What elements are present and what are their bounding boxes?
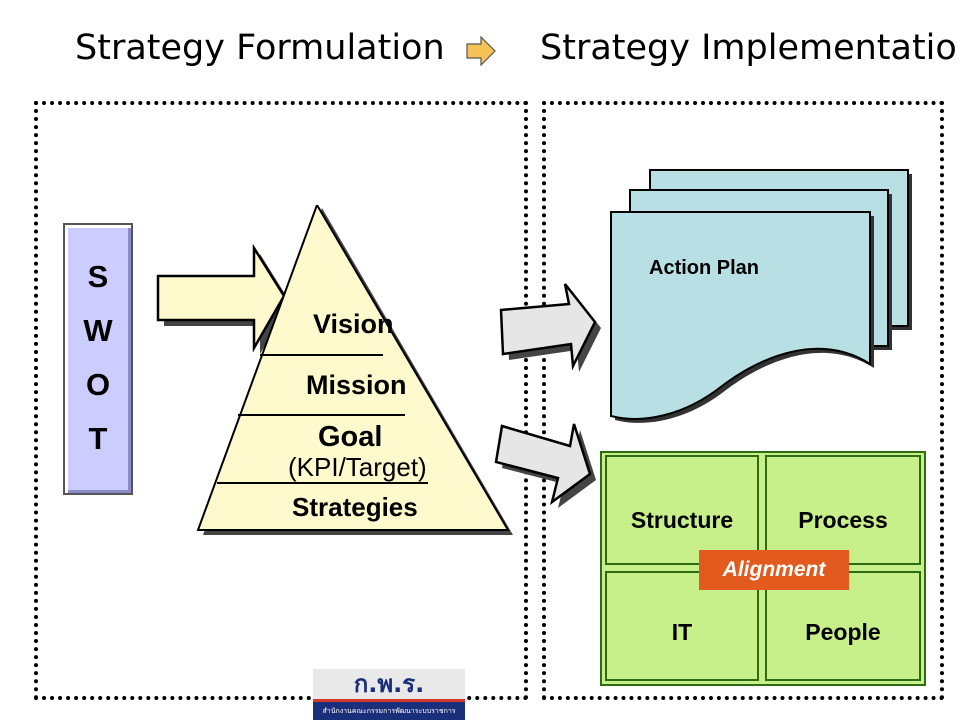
implementation-panel <box>542 101 944 700</box>
formulation-panel <box>34 101 528 700</box>
pyramid-strategies: Strategies <box>292 492 418 522</box>
logo-text: ก.พ.ร. <box>353 670 425 698</box>
pyramid-vision: Vision <box>313 309 394 339</box>
title-strategy-implementation: Strategy Implementation <box>540 28 960 68</box>
quadrant-structure: Structure <box>605 455 759 565</box>
title-strategy-formulation: Strategy Formulation <box>75 28 445 68</box>
action-plan-documents <box>610 169 912 423</box>
swot-letter-s: S <box>87 259 109 294</box>
quadrant-process-label: Process <box>798 507 888 533</box>
quadrant-it-label: IT <box>671 619 693 645</box>
logo-stripe <box>313 699 465 702</box>
arrow-to-action-plan <box>499 283 601 372</box>
alignment-badge: Alignment <box>699 550 849 590</box>
swot-letter-o: O <box>85 367 111 402</box>
swot-box: S W O T <box>63 223 133 495</box>
swot-letter-t: T <box>88 421 108 456</box>
swot-letter-w: W <box>83 313 113 348</box>
quadrant-process: Process <box>765 455 921 565</box>
strategy-pyramid <box>196 205 513 535</box>
logo-subtext: สำนักงานคณะกรรมการพัฒนาระบบราชการ <box>313 702 465 720</box>
arrow-to-alignment <box>494 423 596 508</box>
quadrant-structure-label: Structure <box>630 507 734 533</box>
quadrant-people-label: People <box>805 619 881 645</box>
swot-to-pyramid-arrow <box>156 243 290 354</box>
pyramid-mission: Mission <box>306 370 407 400</box>
pyramid-goal: Goal <box>318 421 383 453</box>
pyramid-goal-kpi: (KPI/Target) <box>288 452 427 482</box>
action-plan-label: Action Plan <box>649 257 760 279</box>
opdc-logo: ก.พ.ร. สำนักงานคณะกรรมการพัฒนาระบบราชการ <box>313 669 465 720</box>
right-arrow-icon <box>466 36 496 66</box>
